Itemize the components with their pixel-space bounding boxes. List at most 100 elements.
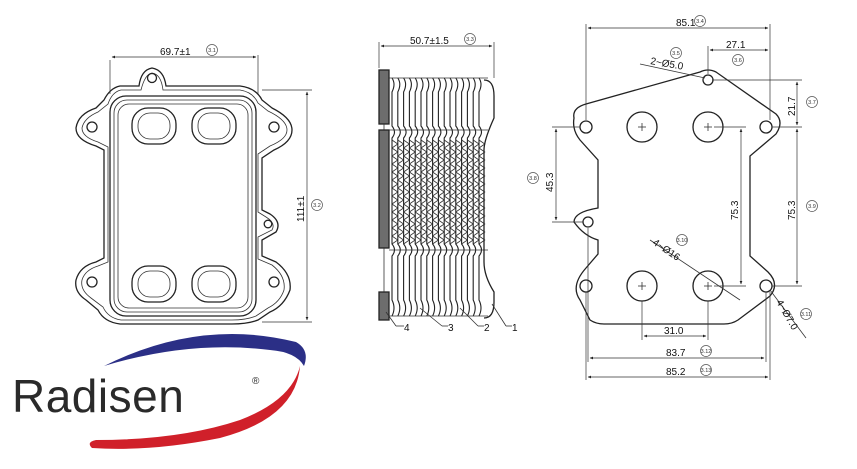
svg-text:3.13: 3.13 xyxy=(701,368,712,374)
side-fin-core-6 xyxy=(420,139,428,245)
svg-text:3.11: 3.11 xyxy=(801,312,811,318)
logo-wordmark: Radisen xyxy=(12,370,184,422)
front-hole-top xyxy=(146,72,158,84)
side-fin-4 xyxy=(408,77,413,317)
front-height-dim: 111±1 xyxy=(296,195,307,222)
side-fin-1 xyxy=(391,77,396,317)
svg-text:3.12: 3.12 xyxy=(701,349,712,355)
side-fin-5 xyxy=(414,77,419,317)
side-fin-core-10 xyxy=(443,139,451,245)
plan-bottom-width-2: 85.2 xyxy=(666,367,686,378)
svg-text:3.1: 3.1 xyxy=(208,48,216,54)
plan-left-vert-dim: 45.3 xyxy=(545,172,556,192)
side-fin-core-15 xyxy=(472,139,480,245)
front-flange-inner-outline xyxy=(81,72,288,321)
plan-bottom-width-2-ref-badge: 3.13 xyxy=(700,364,712,376)
side-fin-10 xyxy=(443,77,448,317)
front-core-outer xyxy=(109,95,257,317)
plan-bolt-holes-ref-b: 3.6 xyxy=(732,54,744,66)
side-fin-core-1 xyxy=(391,139,399,245)
plan-right-vert-ref-badge: 3.9 xyxy=(806,200,818,212)
plan-bolt-holes-ref-a: 3.5 xyxy=(670,47,682,59)
plan-mount-holes-ref-badge: 3.11 xyxy=(800,308,812,320)
front-slot-bottom-left-inner xyxy=(137,270,171,298)
front-slot-top-left xyxy=(131,107,177,145)
logo-swoosh-blue-icon xyxy=(104,334,306,366)
side-fin-core-14 xyxy=(467,139,474,245)
plan-bolt-hole-top xyxy=(702,74,714,86)
radisen-logo: Radisen ® xyxy=(12,334,306,449)
front-slot-top-left-inner xyxy=(137,112,171,140)
side-base-plate-bottom xyxy=(378,291,390,321)
side-base-plate-mid xyxy=(378,129,390,249)
plan-port-holes-ref-badge: 3.10 xyxy=(676,234,688,246)
front-view: 69.7±1 3.1 111±1 3.2 xyxy=(75,44,323,325)
side-fin-core-4 xyxy=(409,139,416,245)
side-fin-core-12 xyxy=(455,139,463,245)
front-core-inner xyxy=(117,103,249,309)
svg-text:3.10: 3.10 xyxy=(677,238,688,244)
plan-mount-hole-bl xyxy=(579,279,593,293)
front-slot-bottom-right xyxy=(191,265,237,303)
plan-bottom-width-1: 83.7 xyxy=(666,348,686,359)
side-fin-11 xyxy=(449,77,454,317)
plan-right-vert-dim: 75.3 xyxy=(787,200,798,220)
side-part-label-3: 3 xyxy=(448,323,454,334)
side-part-label-1: 1 xyxy=(512,323,518,334)
svg-text:3.2: 3.2 xyxy=(313,203,321,209)
plan-port-tl xyxy=(626,111,658,143)
side-fin-12 xyxy=(455,77,459,317)
side-fin-core-3 xyxy=(403,139,411,245)
side-part-label-4: 4 xyxy=(404,323,410,334)
side-fin-core-5 xyxy=(414,139,422,245)
side-fin-2 xyxy=(397,77,401,317)
plan-outline xyxy=(572,69,781,325)
side-fin-3 xyxy=(403,77,407,317)
side-fin-16 xyxy=(478,77,483,317)
plan-mount-holes-label: 4~Ø7.0 xyxy=(773,298,799,333)
plan-bolt-holes-label: 2~Ø5.0 xyxy=(649,56,684,73)
front-hole-left-bottom xyxy=(86,276,98,288)
side-fin-core-8 xyxy=(432,139,440,245)
svg-text:3.3: 3.3 xyxy=(466,37,474,43)
logo-registered-mark: ® xyxy=(252,376,260,387)
plan-left-vert-ref-badge: 3.8 xyxy=(527,172,539,184)
front-slot-top-right xyxy=(191,107,237,145)
side-fin-8 xyxy=(432,77,436,317)
front-hole-left-top xyxy=(86,121,98,133)
plan-mount-hole-tr xyxy=(759,120,773,134)
front-flange-outline xyxy=(75,67,293,325)
side-base-plate-top xyxy=(378,69,390,125)
front-height-ref-badge: 3.2 xyxy=(311,199,323,211)
plan-bottom-width-1-ref-badge: 3.12 xyxy=(700,345,712,357)
plan-view: 85.1 3.4 27.1 2~Ø5.0 3.5 3.6 21.7 3.7 xyxy=(527,15,818,380)
side-fin-core-9 xyxy=(438,139,445,245)
side-fin-7 xyxy=(426,77,430,317)
front-width-ref-badge: 3.1 xyxy=(206,44,218,56)
front-hole-right-bottom xyxy=(268,276,280,288)
side-fin-13 xyxy=(461,77,465,317)
plan-overall-width-ref-badge: 3.4 xyxy=(694,15,706,27)
logo-swoosh-red-icon xyxy=(89,366,300,449)
svg-text:3.7: 3.7 xyxy=(808,100,816,106)
svg-text:3.4: 3.4 xyxy=(696,19,704,25)
front-slot-bottom-left xyxy=(131,265,177,303)
svg-text:3.6: 3.6 xyxy=(734,58,742,64)
plan-mount-hole-tl xyxy=(579,120,593,134)
side-fin-core-13 xyxy=(461,139,469,245)
front-width-dim: 69.7±1 xyxy=(160,47,191,58)
plan-port-spacing-dim: 31.0 xyxy=(664,326,684,337)
side-width-ref-badge: 3.3 xyxy=(464,33,476,45)
side-fin-6 xyxy=(420,77,425,317)
side-fin-core-11 xyxy=(449,139,457,245)
svg-text:3.5: 3.5 xyxy=(672,51,680,57)
side-fin-core-7 xyxy=(426,139,434,245)
plan-bolt-hole-left xyxy=(582,216,594,228)
svg-text:3.9: 3.9 xyxy=(808,204,816,210)
side-part-label-2: 2 xyxy=(484,323,490,334)
side-view: 50.7±1.5 3.3 4 3 2 1 xyxy=(378,33,518,334)
side-fin-core-2 xyxy=(397,139,405,245)
svg-text:3.8: 3.8 xyxy=(529,176,537,182)
